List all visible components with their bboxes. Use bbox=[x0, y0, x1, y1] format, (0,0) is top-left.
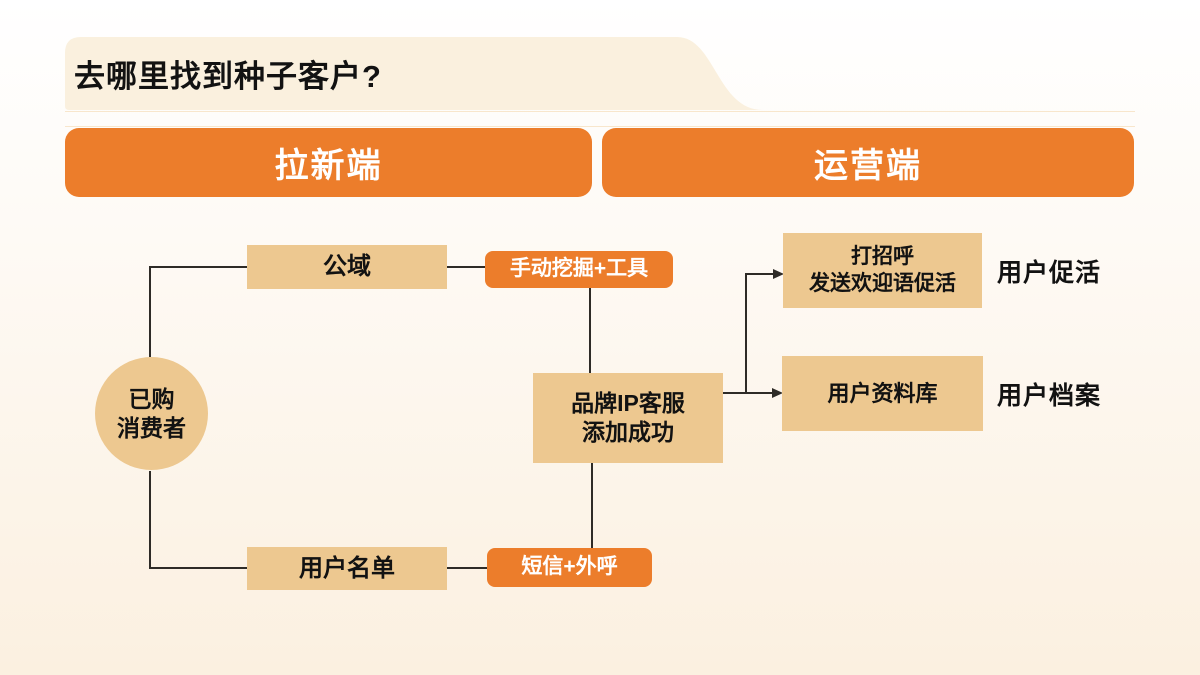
title-banner: 去哪里找到种子客户? bbox=[65, 37, 765, 110]
node-public-domain: 公域 bbox=[247, 245, 447, 289]
label-user-activation: 用户促活 bbox=[997, 258, 1102, 287]
node-greeting-welcome: 打招呼 发送欢迎语促活 bbox=[783, 233, 982, 308]
divider-line-bottom bbox=[65, 126, 1135, 127]
node-sms-outbound-call: 短信+外呼 bbox=[487, 548, 652, 587]
section-header-operations: 运营端 bbox=[602, 128, 1134, 197]
label-user-archive: 用户档案 bbox=[997, 381, 1102, 410]
page-title: 去哪里找到种子客户? bbox=[74, 59, 382, 94]
node-user-database: 用户资料库 bbox=[782, 356, 983, 431]
divider-line-top bbox=[65, 111, 1135, 112]
node-purchased-consumers: 已购 消费者 bbox=[95, 357, 208, 470]
node-brand-ip-service-added: 品牌IP客服 添加成功 bbox=[533, 373, 723, 463]
node-manual-mining-tools: 手动挖掘+工具 bbox=[485, 251, 673, 288]
node-user-list: 用户名单 bbox=[247, 547, 447, 590]
section-header-acquisition: 拉新端 bbox=[65, 128, 592, 197]
title-banner-shape bbox=[65, 37, 763, 110]
